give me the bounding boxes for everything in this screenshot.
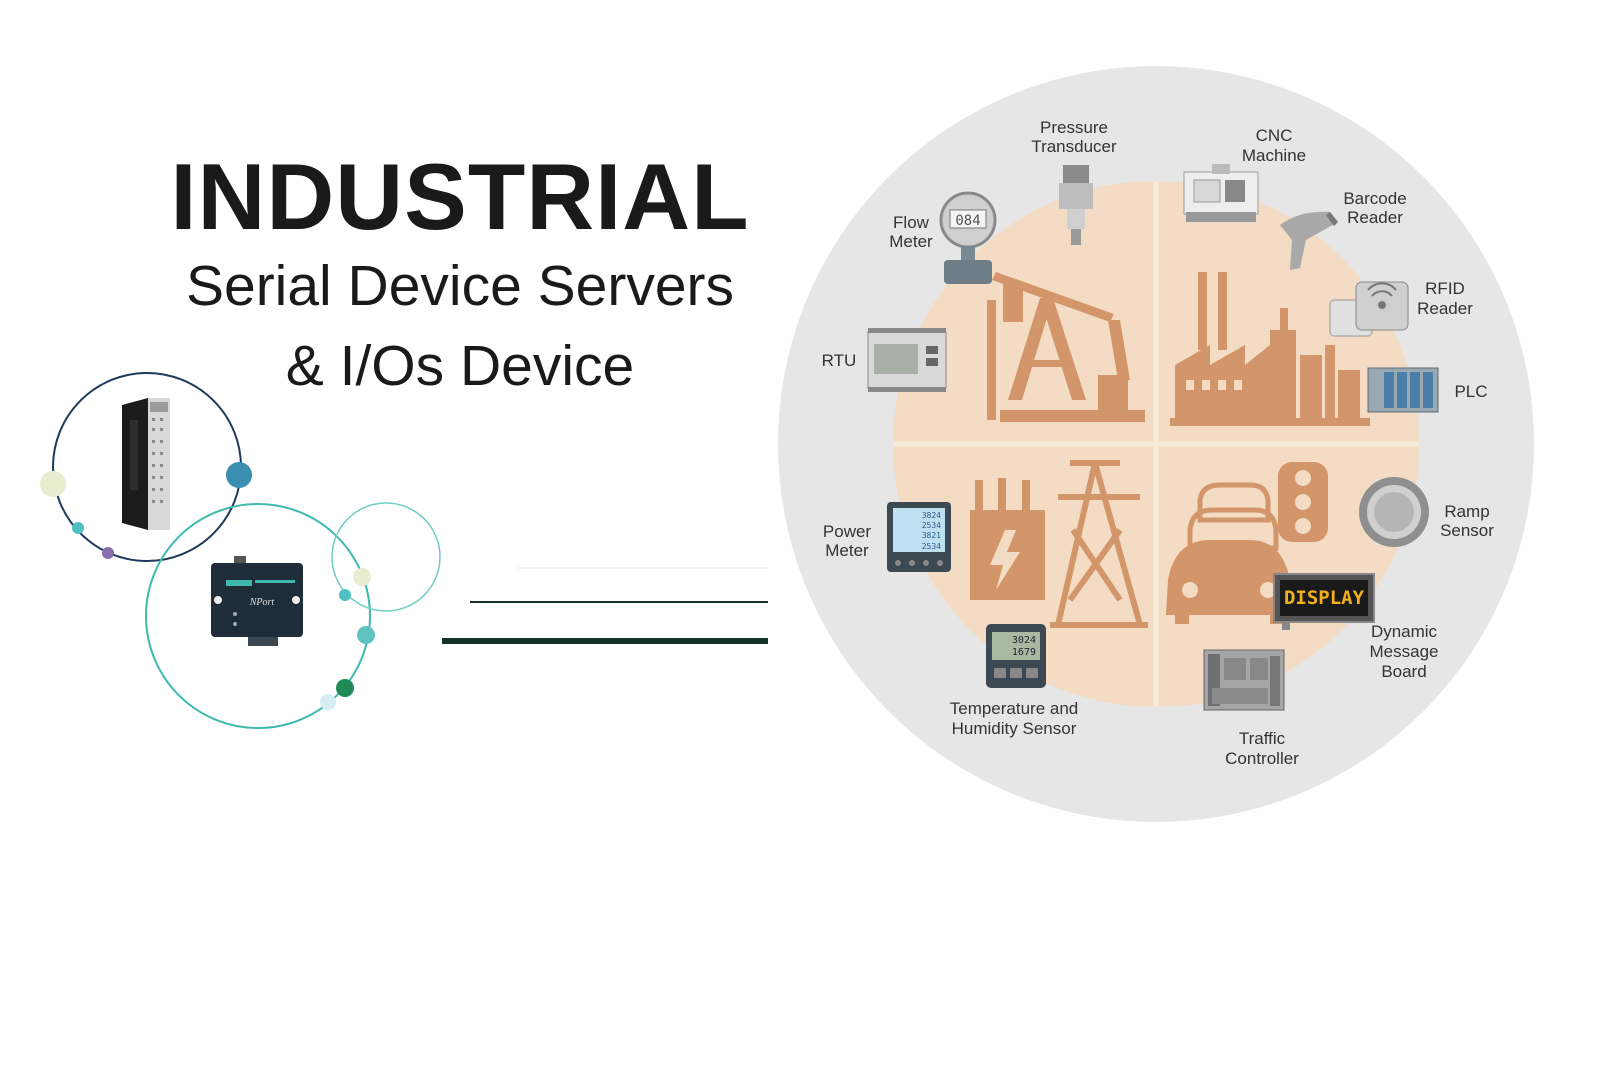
nport-brand-text: NPort <box>249 597 275 608</box>
label-rtu: RTU <box>822 351 857 370</box>
accent-dot <box>226 462 252 488</box>
label-temp-humidity-2: Humidity Sensor <box>952 719 1077 738</box>
label-power-meter-2: Meter <box>825 541 869 560</box>
accent-dot <box>339 589 351 601</box>
accent-dot <box>320 694 336 710</box>
label-rfid-1: RFID <box>1425 279 1465 298</box>
label-pressure-transducer-2: Transducer <box>1031 137 1117 156</box>
label-cnc-1: CNC <box>1256 126 1293 145</box>
rfid-reader-device <box>1329 281 1409 337</box>
power-meter-value-4: 2534 <box>922 542 941 551</box>
label-message-board-1: Dynamic <box>1371 622 1438 641</box>
title-block: INDUSTRIAL Serial Device Servers & I/Os … <box>140 150 780 404</box>
label-ramp-sensor-2: Sensor <box>1440 521 1494 540</box>
power-meter-value-3: 3821 <box>922 531 941 540</box>
label-power-meter-1: Power <box>823 522 872 541</box>
label-pressure-transducer-1: Pressure <box>1040 118 1108 137</box>
rtu-device <box>867 328 947 392</box>
temp-sensor-value-2: 1679 <box>1012 647 1036 658</box>
label-flow-meter-1: Flow <box>893 213 930 232</box>
traffic-cars-icon <box>1166 482 1292 624</box>
flow-meter-readout: 084 <box>955 213 980 229</box>
label-message-board-2: Message <box>1370 642 1439 661</box>
nport-device-image: NPort <box>211 556 303 646</box>
label-traffic-controller-1: Traffic <box>1239 729 1286 748</box>
barcode-reader-device <box>1280 211 1338 270</box>
power-meter-value-2: 2534 <box>922 521 941 530</box>
temp-sensor-value-1: 3024 <box>1012 635 1036 646</box>
label-cnc-2: Machine <box>1242 146 1306 165</box>
subtitle-line1: Serial Device Servers <box>185 254 734 318</box>
ring-small <box>331 502 441 612</box>
accent-dot <box>72 522 84 534</box>
page-title: INDUSTRIAL <box>170 144 750 249</box>
traffic-light-icon <box>1278 462 1328 542</box>
cnc-machine-device <box>1183 164 1259 222</box>
label-barcode-1: Barcode <box>1343 189 1406 208</box>
message-board-text: DISPLAY <box>1284 587 1365 609</box>
power-meter-value-1: 3824 <box>922 511 941 520</box>
pressure-transducer-device <box>1059 165 1093 245</box>
flow-meter-device: 084 <box>939 191 997 284</box>
accent-dot <box>357 626 375 644</box>
label-flow-meter-2: Meter <box>889 232 933 251</box>
oil-pump-icon <box>987 272 1145 422</box>
io-device-image <box>122 398 170 530</box>
power-tower-icon <box>1050 460 1148 628</box>
subtitle-line2: & I/Os Device <box>285 334 635 398</box>
message-board-device: DISPLAY <box>1273 573 1375 630</box>
label-barcode-2: Reader <box>1347 208 1403 227</box>
ramp-sensor-device <box>1359 477 1429 547</box>
accent-dot <box>353 568 371 586</box>
accent-dot <box>102 547 114 559</box>
ring-teal <box>145 503 371 729</box>
label-ramp-sensor-1: Ramp <box>1444 502 1489 521</box>
label-rfid-2: Reader <box>1417 299 1473 318</box>
accent-dot <box>336 679 354 697</box>
temp-humidity-sensor-device: 3024 1679 <box>986 624 1046 688</box>
power-meter-device: 3824 2534 3821 2534 <box>887 502 951 572</box>
label-traffic-controller-2: Controller <box>1225 749 1299 768</box>
transformer-icon <box>970 478 1045 600</box>
traffic-controller-device <box>1203 649 1285 711</box>
product-illustration: NPort <box>40 372 768 729</box>
label-message-board-3: Board <box>1381 662 1426 681</box>
label-plc: PLC <box>1454 382 1487 401</box>
factory-icon <box>1170 272 1370 426</box>
plc-device <box>1367 367 1439 413</box>
accent-dot <box>40 471 66 497</box>
label-temp-humidity-1: Temperature and <box>950 699 1079 718</box>
